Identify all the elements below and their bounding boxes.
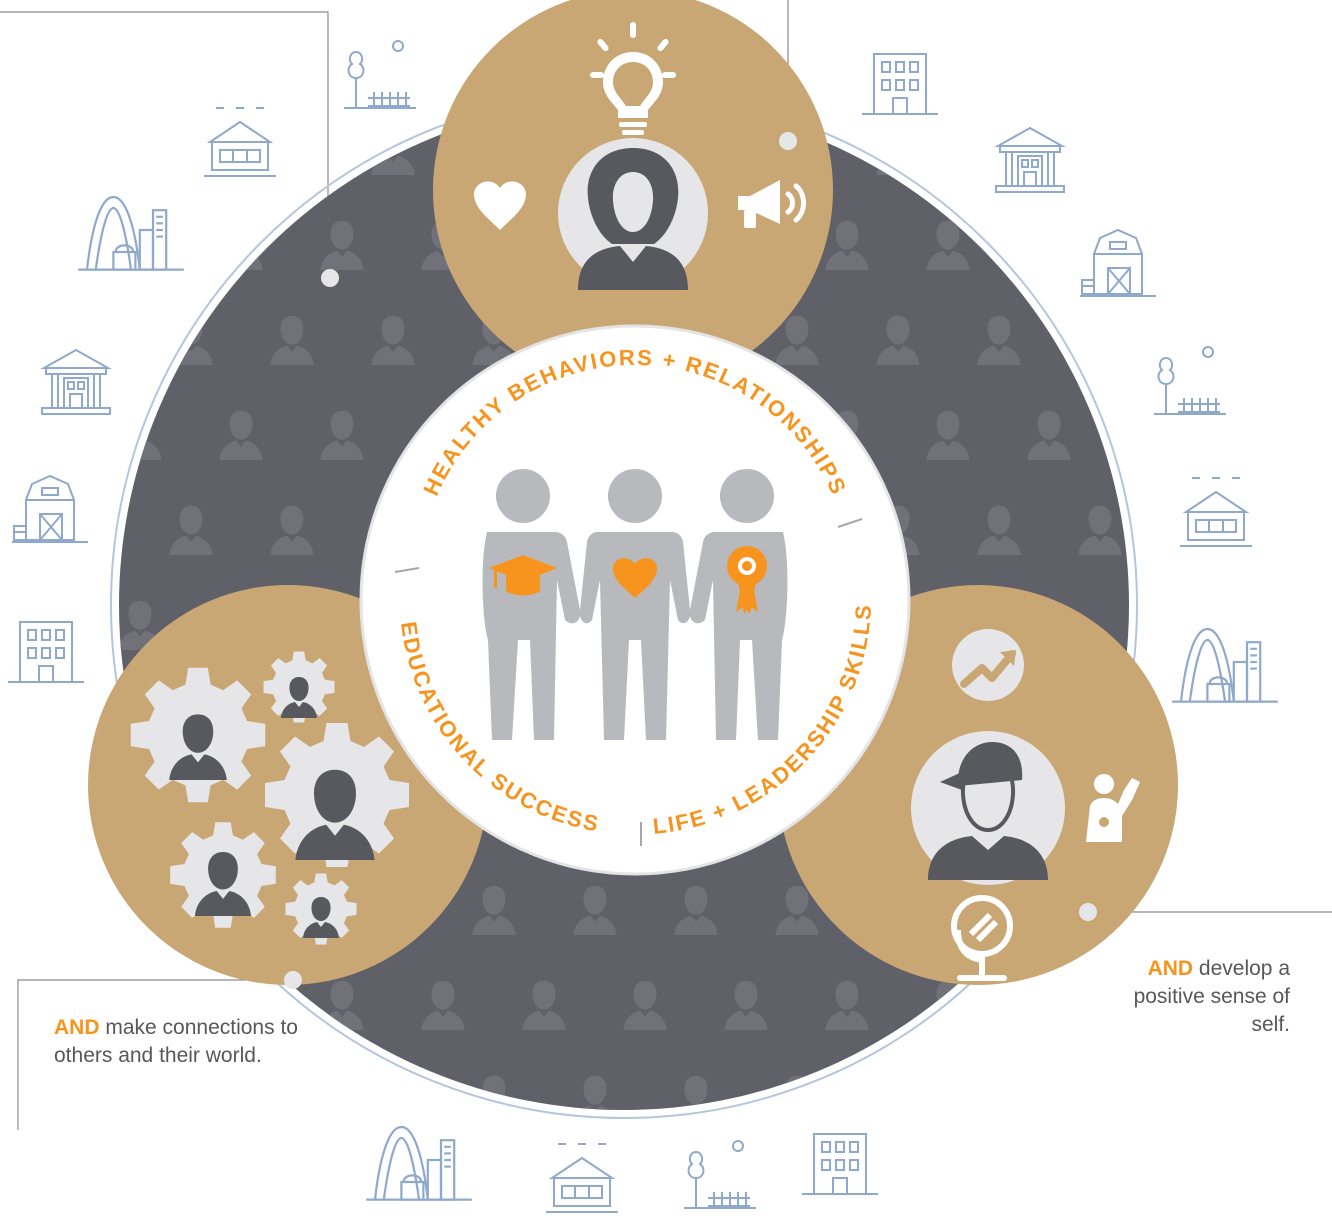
pattern-person-icon	[219, 1171, 262, 1220]
farm-barn-icon	[1079, 229, 1157, 297]
school-icon	[203, 107, 277, 177]
pattern-person-icon	[1229, 221, 1272, 270]
school-icon	[1179, 477, 1253, 547]
pattern-person-icon	[1027, 980, 1071, 1030]
farm-barn-icon	[11, 475, 89, 543]
pattern-person-icon	[1179, 886, 1222, 935]
pattern-person-icon	[1179, 316, 1222, 365]
pattern-person-icon	[68, 1076, 111, 1125]
mirror-icon	[951, 895, 1013, 981]
pattern-person-icon	[1179, 506, 1222, 555]
pattern-person-icon	[876, 1075, 920, 1110]
trend-up-icon	[952, 629, 1024, 701]
pattern-person-icon	[1229, 1171, 1272, 1220]
pattern-person-icon	[977, 1075, 1021, 1110]
pattern-person-icon	[270, 125, 314, 175]
pattern-person-icon	[371, 1075, 415, 1110]
leader-dot-left	[284, 971, 302, 989]
heart-icon	[474, 181, 526, 230]
person-avatar-icon	[558, 138, 708, 290]
tree-fence-icon	[343, 40, 417, 109]
medal-person-icon	[1086, 774, 1140, 842]
pattern-person-icon	[1128, 220, 1129, 270]
leader-dot-top-left	[321, 269, 339, 287]
award-ribbon-icon	[727, 546, 767, 614]
pattern-person-icon	[320, 1171, 363, 1220]
leader-dot-top	[779, 132, 797, 150]
pattern-person-icon	[876, 125, 920, 175]
pattern-person-icon	[1128, 410, 1129, 460]
pattern-person-icon	[118, 1171, 161, 1220]
pattern-person-icon	[1078, 125, 1122, 175]
pattern-person-icon	[169, 1075, 213, 1110]
megaphone-icon	[738, 180, 806, 228]
pattern-person-icon	[623, 1171, 666, 1220]
arch-city-icon	[1171, 627, 1279, 703]
arch-city-icon	[77, 195, 185, 271]
pattern-person-icon	[926, 1171, 969, 1220]
tree-fence-icon	[1153, 346, 1227, 415]
pattern-person-icon	[1179, 1076, 1222, 1125]
pattern-person-icon	[169, 125, 213, 175]
callout-text: develop a positive sense of self.	[1133, 957, 1290, 1036]
apartment-icon	[861, 53, 939, 115]
pattern-person-icon	[1078, 315, 1122, 365]
ring-divider-left	[394, 567, 420, 573]
pattern-person-icon	[270, 1075, 314, 1110]
pattern-person-icon	[68, 886, 111, 935]
callout-text: make connections to others and their wor…	[54, 1016, 298, 1067]
pattern-person-icon	[1229, 791, 1272, 840]
apartment-icon	[801, 1133, 879, 1195]
callout-keyword: AND	[1147, 957, 1194, 980]
lightbulb-icon	[590, 22, 676, 135]
government-building-icon	[41, 349, 111, 415]
tree-fence-icon	[683, 1140, 757, 1209]
center-circle-shadow	[359, 324, 911, 876]
apartment-icon	[7, 621, 85, 683]
pattern-person-icon	[1128, 1171, 1171, 1220]
leader-line-top-left	[0, 11, 329, 275]
pattern-person-icon	[1027, 220, 1071, 270]
pattern-person-icon	[1179, 126, 1222, 175]
arch-city-icon	[365, 1125, 473, 1201]
pattern-person-icon	[1078, 1075, 1122, 1110]
pattern-person-icon	[68, 126, 111, 175]
callout-connections: AND make connections to others and their…	[54, 1014, 314, 1070]
leader-line-left	[17, 979, 293, 1130]
person-cap-icon	[911, 731, 1065, 885]
pattern-person-icon	[1179, 696, 1222, 745]
ring-divider-right	[837, 518, 863, 528]
graduation-cap-icon	[489, 555, 557, 596]
school-icon	[545, 1143, 619, 1213]
callout-self: AND develop a positive sense of self.	[1100, 955, 1290, 1039]
leader-dot-right	[1079, 903, 1097, 921]
callout-keyword: AND	[54, 1016, 100, 1039]
heart-badge-icon	[613, 558, 657, 598]
pattern-person-icon	[1027, 1171, 1070, 1220]
government-building-icon	[995, 127, 1065, 193]
pattern-person-icon	[1229, 411, 1272, 460]
